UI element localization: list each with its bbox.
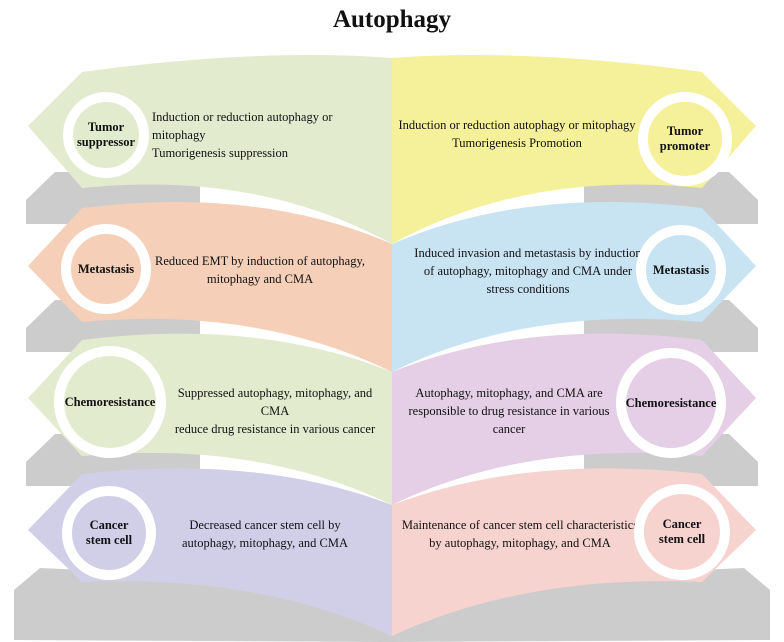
label-cancer-stem-cell-left: Cancer stem cell [62,486,156,580]
label-chemoresistance-right: Chemoresistance [616,348,726,458]
text-metastasis-left: Reduced EMT by induction of autophagy, m… [154,254,366,286]
label-tumor-suppressor: Tumor suppressor [63,92,149,178]
label-chemoresistance-left: Chemoresistance [54,346,166,458]
text-chemoresistance-right: Autophagy, mitophagy, and CMA are respon… [408,386,610,436]
text-tumor-suppression: Induction or reduction autophagy or mito… [152,110,333,160]
text-cancer-stem-cell-left: Decreased cancer stem cell by autophagy,… [181,518,349,550]
text-chemoresistance-left: Suppressed autophagy, mitophagy, and CMA… [174,386,376,436]
diagram-title: Autophagy [332,6,452,33]
text-metastasis-right: Induced invasion and metastasis by induc… [414,246,642,296]
text-cancer-stem-cell-right: Maintenance of cancer stem cell characte… [401,518,639,550]
label-metastasis-left: Metastasis [61,224,151,314]
label-tumor-promoter: Tumor promoter [638,92,732,186]
label-cancer-stem-cell-right: Cancer stem cell [634,484,730,580]
label-metastasis-right: Metastasis [636,225,726,315]
text-tumor-promotion: Induction or reduction autophagy or mito… [398,118,636,150]
